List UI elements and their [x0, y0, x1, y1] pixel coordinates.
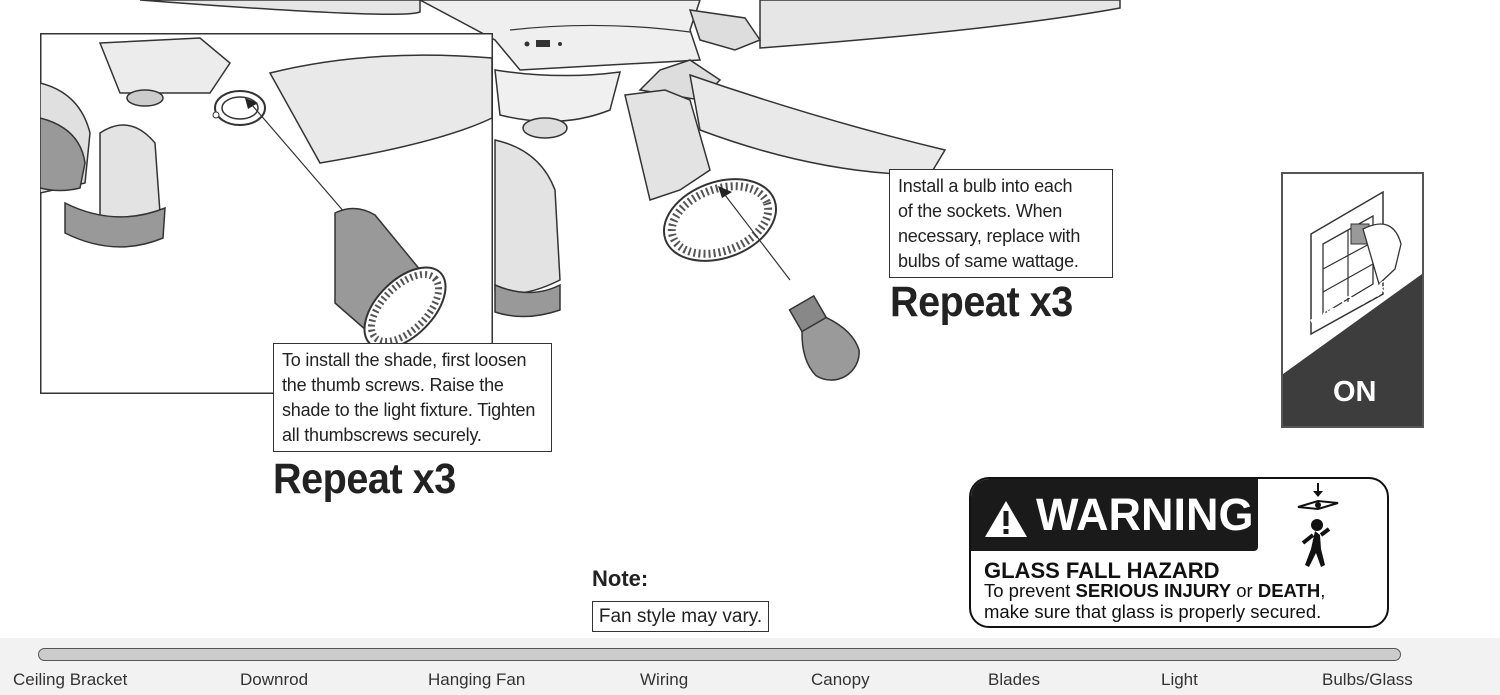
callout-line: bulbs of same wattage. [898, 251, 1079, 271]
warning-header: WARNING [971, 479, 1258, 551]
hazard-emphasis: DEATH [1257, 580, 1321, 601]
step-ceiling-bracket: Ceiling Bracket [13, 670, 128, 689]
step-canopy: Canopy [811, 670, 870, 689]
hazard-message-part: To prevent [984, 580, 1076, 601]
callout-line: To install the shade, first loosen [282, 350, 527, 370]
progress-timeline: Ceiling Bracket Downrod Hanging Fan Wiri… [0, 638, 1500, 695]
callout-line: necessary, replace with [898, 226, 1081, 246]
hazard-message-part: , make sure that glass is properly secur… [984, 580, 1326, 622]
repeat-label-shade: Repeat x3 [273, 455, 456, 503]
callout-line: Install a bulb into each [898, 176, 1073, 196]
shade-inset-illustration [40, 33, 493, 394]
repeat-label-bulb: Repeat x3 [890, 278, 1073, 326]
step-downrod: Downrod [240, 670, 309, 689]
step-blades: Blades [988, 670, 1040, 689]
callout-line: of the sockets. When [898, 201, 1063, 221]
hazard-title: GLASS FALL HAZARD [984, 558, 1220, 583]
turn-power-on-panel: Turn Power ON [1281, 172, 1424, 428]
step-hanging-fan: Hanging Fan [428, 670, 526, 689]
power-on-label: ON [1333, 376, 1377, 408]
hazard-emphasis: SERIOUS INJURY [1075, 580, 1232, 601]
warning-title: WARNING [1036, 489, 1254, 540]
falling-fan-person-icon [1297, 483, 1339, 567]
fan-illustration [139, 0, 1121, 381]
progress-track [38, 648, 1401, 661]
callout-line: all thumbscrews securely. [282, 425, 482, 445]
bulb-instruction-callout: Install a bulb into each of the sockets.… [889, 169, 1113, 278]
step-wiring: Wiring [640, 670, 689, 689]
note-text: Fan style may vary. [592, 601, 769, 632]
shade-instruction-callout: To install the shade, first loosen the t… [273, 343, 552, 452]
step-light: Light [1161, 670, 1198, 689]
hazard-message-part: or [1231, 580, 1258, 601]
callout-line: the thumb screws. Raise the [282, 375, 504, 395]
light-switch-icon [1283, 190, 1422, 426]
step-bulbs-glass: Bulbs/Glass [1322, 670, 1413, 689]
note-label: Note: [592, 566, 649, 591]
hazard-message: To prevent SERIOUS INJURY or DEATH, make… [984, 580, 1374, 622]
warning-box: WARNING GLASS FALL HAZARD To prevent SER… [969, 477, 1389, 628]
callout-line: shade to the light fixture. Tighten [282, 400, 536, 420]
warning-triangle-icon [985, 501, 1027, 537]
